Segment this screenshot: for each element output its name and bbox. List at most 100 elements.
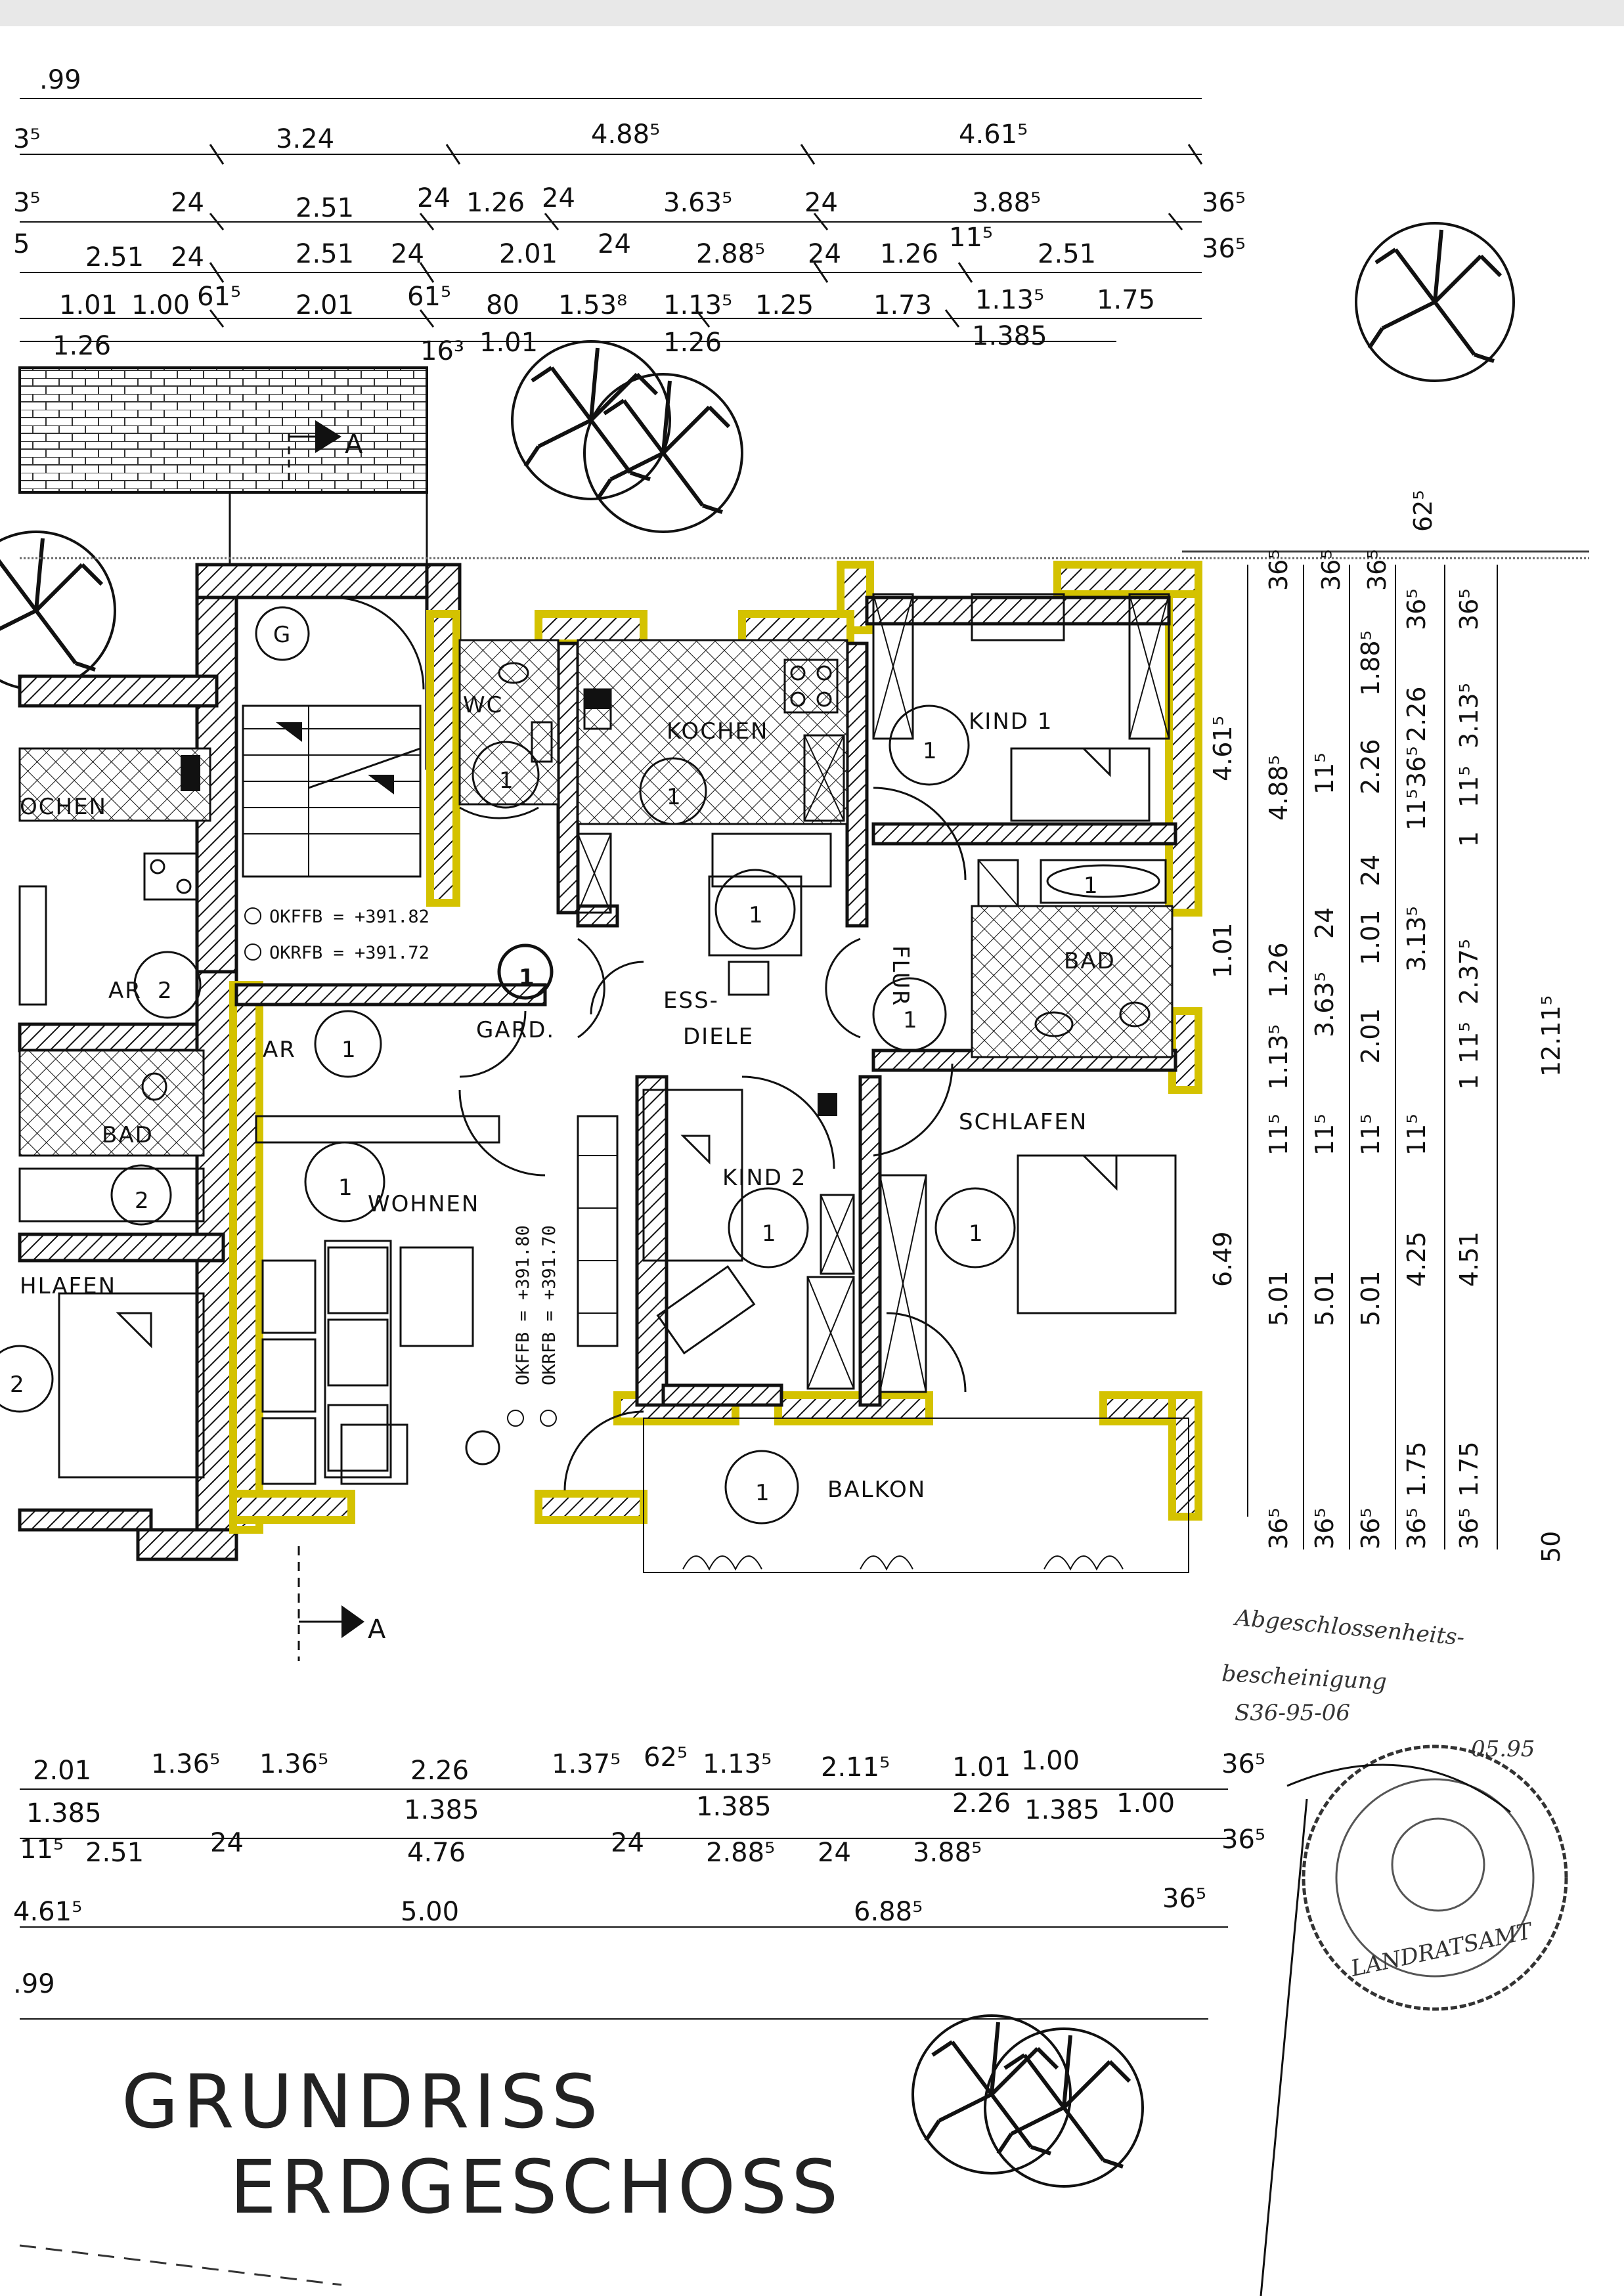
dim-top-row5-3: 1.26: [663, 328, 722, 358]
dim-right-col5-3: 1: [1455, 831, 1483, 847]
handwritten-line4: 05.95: [1471, 1736, 1535, 1762]
dim-top-row4-5: 80: [486, 290, 519, 320]
room-wohnen-unit: 1: [338, 1175, 354, 1201]
dim-right-col3-2: 24: [1356, 855, 1385, 886]
drawing-title-line1: GRUNDRISS: [121, 2060, 603, 2145]
dim-right-col3-4: 2.01: [1356, 1008, 1385, 1064]
dim-right-col4-7: 1.75: [1402, 1441, 1431, 1497]
dim-right-col2-5: 36⁵: [1310, 1507, 1339, 1549]
dim-right-col4-8: 36⁵: [1402, 1507, 1431, 1549]
room-kind1: KIND 1: [969, 708, 1053, 735]
dim-right-top-0: 36⁵: [1264, 549, 1293, 591]
bottom-dimensions: 2.01 1.36⁵ 1.36⁵ 2.26 1.37⁵ 62⁵ 1.13⁵ 2.…: [13, 1743, 1265, 2020]
dim-bottom-row1-4: 1.37⁵: [552, 1749, 621, 1779]
right-dimensions: 4.61⁵ 1.01 6.49 4.88⁵ 1.26 1.13⁵ 11⁵ 5.0…: [1182, 490, 1589, 1563]
neighbor-room-kochen: OCHEN: [20, 794, 107, 820]
dim-right-overall-bottom: 50: [1537, 1531, 1566, 1563]
dim-bottom-row1-10: 36⁵: [1221, 1749, 1265, 1779]
dim-top-row3-5: 2.01: [499, 239, 558, 269]
dim-top-row4-6: 1.53⁸: [558, 290, 627, 320]
room-labels: WC 1 KOCHEN 1 KIND 1 1 ESS- DIELE 1 FLUR…: [10, 692, 1114, 1506]
dim-top-row4-2: 61⁵: [197, 282, 241, 312]
dim-bottom-row4-1: 5.00: [401, 1897, 459, 1927]
dim-top-row2-9: 36⁵: [1202, 188, 1246, 218]
dim-top-row4-4: 61⁵: [407, 282, 451, 312]
dim-right-col4-4: 3.13⁵: [1402, 906, 1431, 972]
room-ess: ESS-: [663, 987, 719, 1014]
dim-bottom-row4-2: 6.88⁵: [854, 1897, 923, 1927]
neighbor-room-bad-unit: 2: [135, 1188, 150, 1214]
dim-right-col4-5: 11⁵: [1402, 1114, 1431, 1156]
room-diele: DIELE: [683, 1024, 754, 1050]
dim-top-row3-6: 24: [598, 229, 631, 259]
neighbor-bath-tiles: [18, 1049, 205, 1157]
dim-right-col5-4: 2.37⁵: [1455, 939, 1483, 1005]
dim-bottom-row4-3: 36⁵: [1162, 1884, 1206, 1914]
room-kind2: KIND 2: [722, 1165, 806, 1191]
dim-right-overall: 12.11⁵: [1537, 995, 1566, 1077]
dim-top-row4-11: 1.75: [1097, 285, 1155, 315]
dim-top-row3-9: 1.26: [880, 239, 938, 269]
official-stamp: LANDRATSAMT: [1260, 1744, 1568, 2296]
dim-top-row3-10: 11⁵: [949, 223, 993, 253]
level-annotations: OKFFB = +391.82 OKRFB = +391.72 OKFFB = …: [244, 907, 560, 1427]
dim-top-row4-1: 1.00: [131, 290, 190, 320]
dim-right-col2-3: 11⁵: [1310, 1114, 1339, 1156]
dim-right-col5-2: 11⁵: [1455, 766, 1483, 808]
dim-right-col4-3: 11⁵: [1402, 789, 1431, 831]
door-swings: [331, 596, 967, 1491]
dim-right-col4-6: 4.25: [1402, 1231, 1431, 1287]
dim-bottom-row3-3: 4.76: [407, 1838, 466, 1868]
dim-right-col2-1: 24: [1310, 907, 1339, 939]
dim-bottom-row3-6: 24: [818, 1838, 851, 1868]
dim-top-row0-0: .99: [39, 65, 81, 95]
dim-right-col2-0: 11⁵: [1310, 752, 1339, 794]
stairwell-label: G: [273, 622, 292, 648]
handwritten-line1: Abgeschlossenheits-: [1232, 1605, 1465, 1651]
dim-top-row2-2: 2.51: [296, 193, 354, 223]
dim-top-row4-3: 2.01: [296, 290, 354, 320]
room-kind1-unit: 1: [923, 738, 938, 764]
dim-right-col3-1: 2.26: [1356, 739, 1385, 794]
room-schlafen: SCHLAFEN: [959, 1109, 1087, 1135]
dim-top-row3-1: 2.51: [85, 242, 144, 272]
dim-top-row4-0: 1.01: [59, 290, 118, 320]
dim-right-top-1: 36⁵: [1317, 549, 1346, 591]
dim-right-near-0: 4.61⁵: [1208, 716, 1237, 781]
drawing-title-line2: ERDGESCHOSS: [230, 2145, 843, 2230]
dim-right-top-2: 36⁵: [1363, 549, 1392, 591]
level-living-okrfb: OKRFB = +391.70: [539, 1225, 560, 1385]
top-dimensions: .99 3⁵ 3.24 4.88⁵ 4.61⁵ 3⁵ 24 2.51 24 1.…: [13, 65, 1246, 366]
dim-bottom-row3-4: 24: [611, 1828, 644, 1858]
wc-tiles: [458, 639, 560, 806]
tree-icon: [1356, 223, 1514, 381]
dim-right-col1-1: 1.26: [1264, 942, 1293, 998]
dim-right-col5-7: 4.51: [1455, 1231, 1483, 1287]
stamp-text: LANDRATSAMT: [1348, 1918, 1536, 1982]
dim-right-col4-2: 36⁵: [1402, 746, 1431, 788]
dim-bottom-row2-3: 2.26: [952, 1788, 1011, 1819]
approval-note: Abgeschlossenheits- bescheinigung S36-95…: [1221, 1605, 1535, 1762]
tree-icon: [913, 2016, 1070, 2173]
dim-bottom-row1-2: 1.36⁵: [259, 1749, 328, 1779]
dim-right-col5-5: 11⁵: [1455, 1022, 1483, 1064]
dim-bottom-row3-8: 36⁵: [1221, 1825, 1265, 1855]
room-wc-unit: 1: [499, 768, 515, 794]
dim-right-col1-2: 1.13⁵: [1264, 1024, 1293, 1090]
neighbor-room-schlafen: HLAFEN: [20, 1273, 116, 1299]
dim-top-row2-8: 3.88⁵: [972, 188, 1041, 218]
room-kochen: KOCHEN: [667, 718, 768, 745]
room-bad-unit: 1: [1084, 873, 1099, 899]
room-wc: WC: [463, 692, 503, 718]
handwritten-line3: S36-95-06: [1235, 1700, 1350, 1726]
dim-right-col3-7: 36⁵: [1356, 1507, 1385, 1549]
room-flur-unit: 1: [903, 1007, 919, 1033]
dim-right-col5-9: 36⁵: [1455, 1507, 1483, 1549]
dim-bottom-row2-2: 1.385: [696, 1792, 772, 1822]
room-kind2-unit: 1: [762, 1221, 778, 1247]
dim-bottom-row1-1: 1.36⁵: [151, 1749, 220, 1779]
kitchen-tiles: [577, 639, 848, 825]
room-wohnen: WOHNEN: [368, 1191, 479, 1217]
dim-top-row2-7: 24: [804, 188, 838, 218]
neighbor-kitchen-tiles: [18, 747, 211, 822]
